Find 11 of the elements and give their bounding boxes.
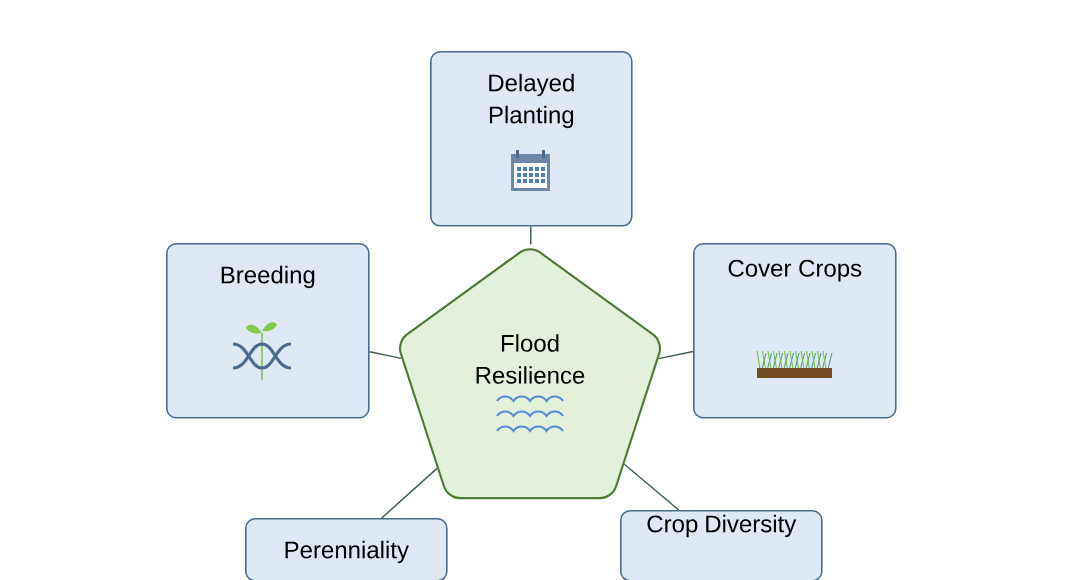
connector-line (657, 350, 694, 360)
strategy-box: Breeding (166, 243, 370, 419)
pentagon: Flood Resilience (398, 248, 662, 500)
connector-line (381, 467, 438, 519)
connector-line (530, 225, 532, 246)
connector-line (368, 351, 402, 360)
strategy-box: Cover Crops (693, 243, 897, 419)
strategy-box: Perenniality (245, 518, 448, 580)
strategy-box: Crop Diversity (620, 510, 823, 580)
strategy-box: Delayed Planting (430, 51, 633, 227)
connector-line (623, 463, 680, 511)
